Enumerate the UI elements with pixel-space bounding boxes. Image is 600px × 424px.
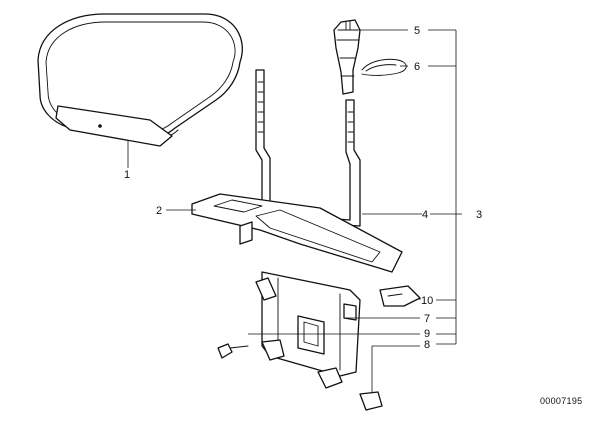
part-10-connector [379, 285, 421, 307]
part-2-trim-panel [191, 193, 403, 273]
callout-7: 7 [424, 313, 430, 325]
callout-6: 6 [414, 61, 420, 73]
part-6-clip [361, 58, 407, 76]
callout-10: 10 [421, 295, 433, 307]
callout-2: 2 [156, 205, 162, 217]
part-1-headrest [37, 13, 243, 147]
part-5-sleeve [333, 19, 361, 95]
callout-3: 3 [476, 209, 482, 221]
reference-number: 00007195 [540, 396, 582, 406]
callout-9: 9 [424, 328, 430, 340]
leader-lines [127, 29, 462, 392]
part-7-clip [261, 339, 285, 361]
callout-5: 5 [414, 25, 420, 37]
callout-4: 4 [422, 209, 428, 221]
callout-8: 8 [424, 339, 430, 351]
callout-1: 1 [124, 169, 130, 181]
part-8-fastener [317, 367, 383, 411]
part-9-screw [217, 343, 249, 359]
bracket-assembly [255, 271, 361, 377]
